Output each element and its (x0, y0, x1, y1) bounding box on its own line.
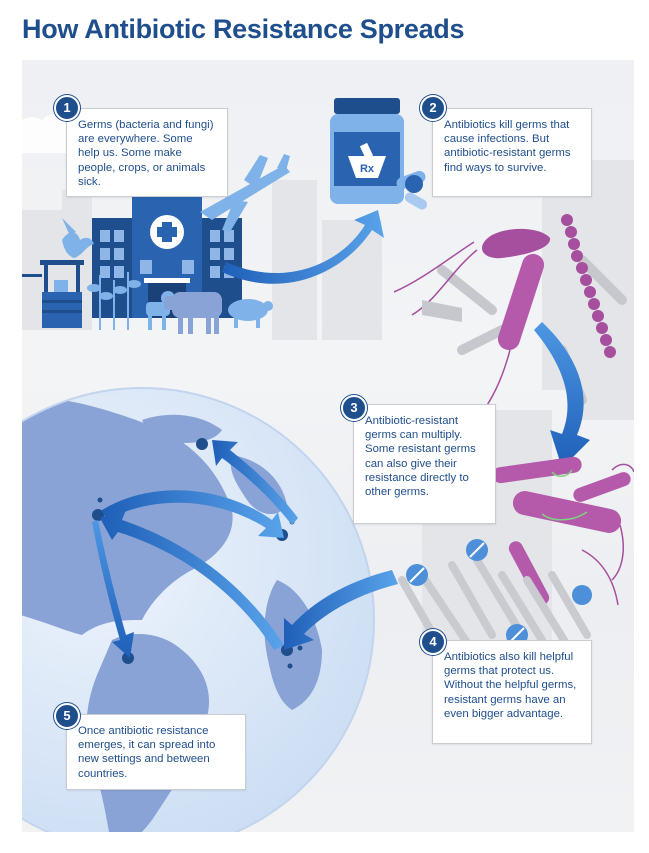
step-2-badge: 2 (420, 95, 446, 121)
step-4-text: Antibiotics also kill helpful germs that… (444, 651, 577, 720)
step-5-text: Once antibiotic resistance emerges, it c… (78, 725, 216, 780)
pig-icon (228, 299, 273, 328)
cloud-icon (22, 114, 72, 153)
airplane-icon (200, 154, 290, 232)
step-1-text: Germs (bacteria and fungi) are everywher… (78, 119, 214, 188)
infographic-panel: Rx (22, 60, 634, 832)
bacteria-icon (398, 556, 591, 654)
step-1-badge: 1 (54, 95, 80, 121)
bottle-label: Rx (360, 163, 375, 175)
bird-icon (62, 218, 94, 258)
pill-bottle-icon: Rx (330, 98, 404, 204)
plant-icon (87, 272, 141, 330)
bacteria-icon (393, 214, 627, 421)
step-1-callout: Germs (bacteria and fungi) are everywher… (66, 108, 228, 197)
hospital-icon (92, 192, 242, 318)
step-5-badge: 5 (54, 703, 80, 729)
page-title: How Antibiotic Resistance Spreads (22, 14, 465, 44)
spread-arrow-icon (222, 210, 384, 284)
step-5-callout: Once antibiotic resistance emerges, it c… (66, 714, 246, 790)
infographic-art: Rx (22, 98, 634, 832)
step-4-callout: Antibiotics also kill helpful germs that… (432, 640, 592, 744)
step-3-badge: 3 (341, 395, 367, 421)
step-3-callout: Antibiotic-resistant germs can multiply.… (353, 404, 496, 524)
step-2-callout: Antibiotics kill germs that cause infect… (432, 108, 592, 197)
capsule-icon (396, 170, 428, 210)
cow-icon (164, 292, 222, 334)
spread-arrow-icon (534, 322, 590, 468)
globe-icon (22, 387, 375, 832)
well-icon (22, 260, 84, 328)
step-4-badge: 4 (420, 629, 446, 655)
step-2-text: Antibiotics kill germs that cause infect… (444, 119, 571, 174)
step-3-text: Antibiotic-resistant germs can multiply.… (365, 415, 476, 499)
spread-arrow-icon (92, 440, 398, 658)
